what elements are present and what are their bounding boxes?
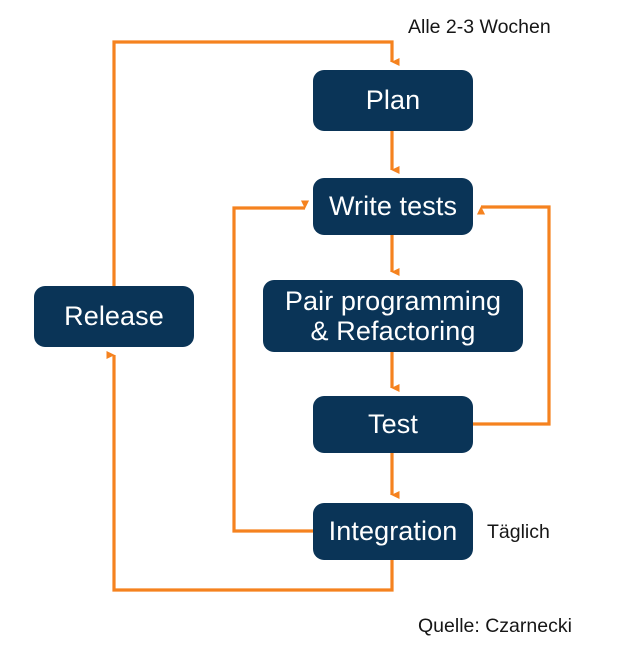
connector-integration-back-to-write-tests (232, 200, 313, 533)
node-release[interactable]: Release (34, 286, 194, 347)
node-pair-programming-refactoring[interactable]: Pair programming & Refactoring (263, 280, 523, 352)
connector-release-to-plan (112, 40, 400, 286)
node-test[interactable]: Test (313, 396, 473, 453)
node-integration[interactable]: Integration (313, 503, 473, 560)
connector-test-back-to-write-tests (473, 205, 551, 426)
caption-iteration-cadence: Alle 2-3 Wochen (408, 16, 551, 38)
node-plan[interactable]: Plan (313, 70, 473, 131)
caption-daily-cadence: Täglich (487, 521, 550, 543)
connector-integration-to-release (106, 350, 394, 592)
caption-source: Quelle: Czarnecki (418, 615, 572, 637)
node-write-tests[interactable]: Write tests (313, 178, 473, 235)
